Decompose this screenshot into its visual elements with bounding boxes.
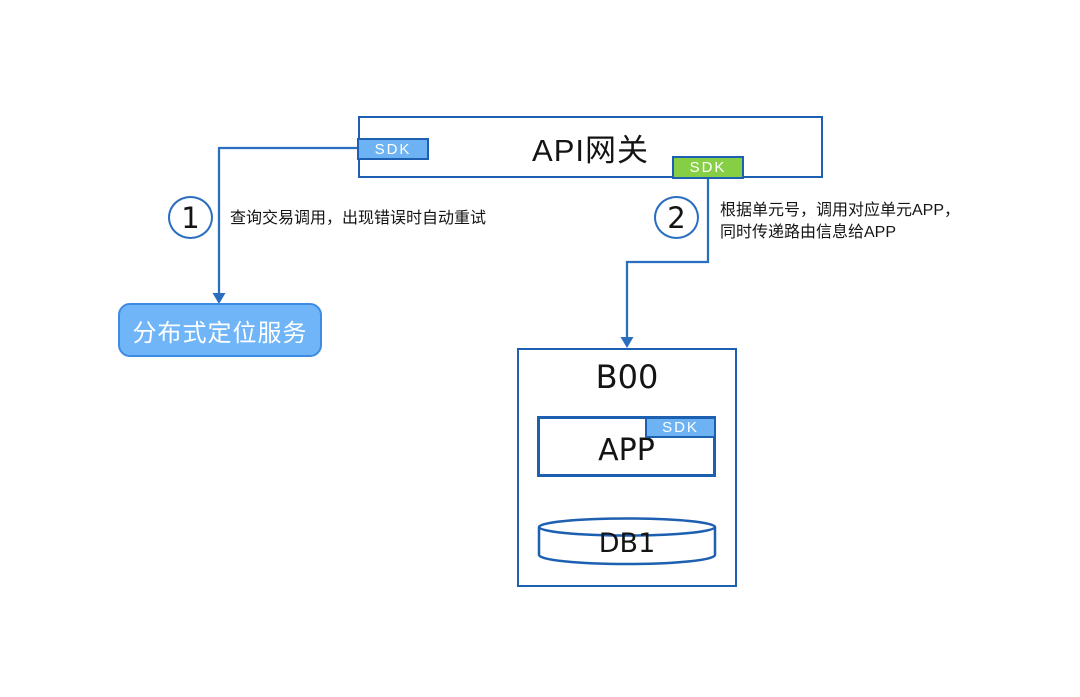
gateway-sdk-left-badge: SDK — [357, 138, 429, 160]
step-2-marker: 2 — [654, 196, 699, 239]
db-cylinder — [536, 516, 718, 566]
step-1-marker: 1 — [168, 196, 213, 239]
app-label: APP — [598, 433, 655, 468]
db-cylinder-body — [537, 527, 717, 566]
gateway-sdk-right-badge: SDK — [672, 156, 744, 179]
step-2-description: 根据单元号，调用对应单元APP， 同时传递路由信息给APP — [720, 200, 960, 244]
step-1-description: 查询交易调用，出现错误时自动重试 — [230, 210, 487, 227]
app-sdk-badge: SDK — [645, 417, 716, 438]
arrowhead-to-unit — [620, 337, 634, 348]
unit-b00-title: B00 — [595, 358, 659, 396]
api-gateway-title: API网关 — [532, 132, 649, 168]
api-gateway-box: API网关 — [358, 116, 823, 178]
db-cylinder-top — [537, 517, 717, 537]
step-2-line-2: 同时传递路由信息给APP — [720, 224, 897, 241]
location-service-box: 分布式定位服务 — [118, 303, 322, 357]
db-label: DB1 — [598, 528, 656, 559]
step-2-line-1: 根据单元号，调用对应单元APP， — [720, 202, 961, 219]
app-box: APP — [537, 416, 716, 477]
